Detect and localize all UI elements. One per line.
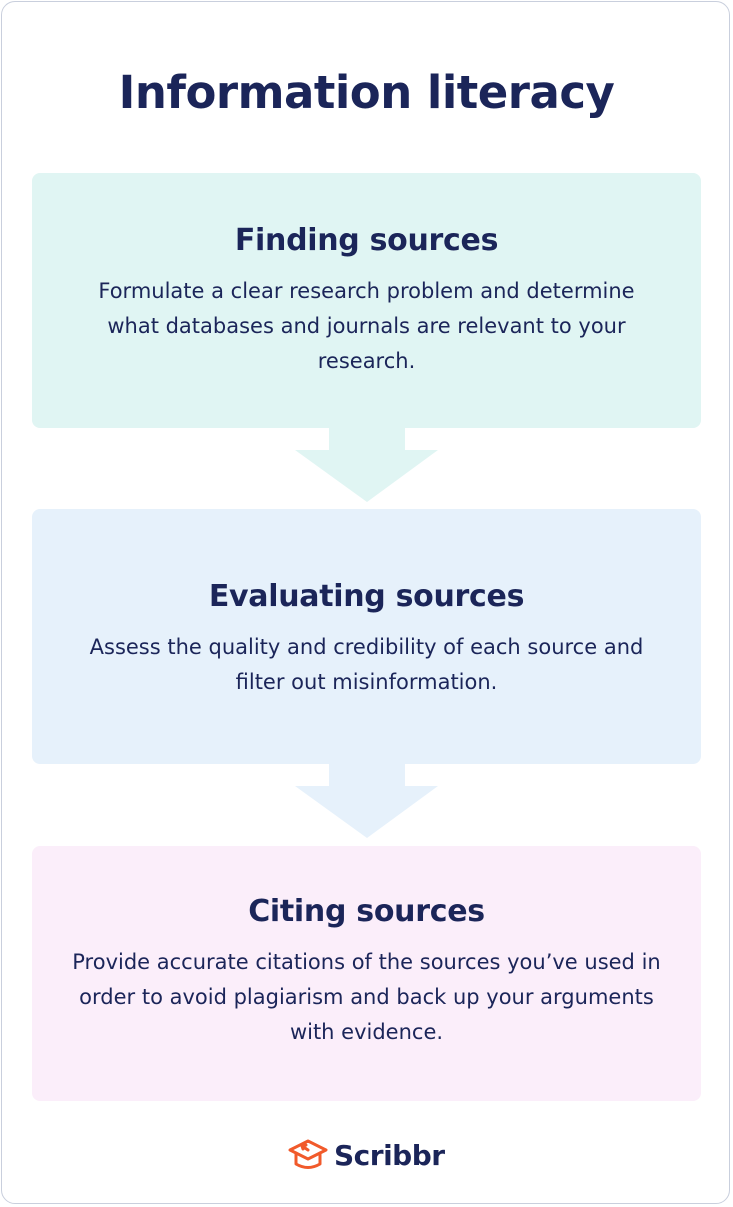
step-description: Formulate a clear research problem and d… (98, 279, 635, 373)
step-finding-sources: Finding sources Formulate a clear resear… (32, 173, 701, 428)
diagram-title: Information literacy (118, 66, 615, 119)
scribbr-logo: Scribbr (288, 1138, 445, 1172)
step-description: Assess the quality and credibility of ea… (89, 635, 644, 694)
arrow-down-icon (295, 764, 438, 838)
brand-name: Scribbr (334, 1138, 445, 1172)
step-heading: Evaluating sources (208, 579, 525, 614)
step-citing-sources: Citing sources Provide accurate citation… (32, 846, 701, 1101)
step-description: Provide accurate citations of the source… (72, 950, 661, 1044)
graduation-cap-icon (288, 1139, 328, 1169)
arrow-down-icon (295, 428, 438, 502)
step-heading: Finding sources (234, 223, 499, 258)
step-heading: Citing sources (248, 894, 485, 929)
step-evaluating-sources: Evaluating sources Assess the quality an… (32, 509, 701, 764)
